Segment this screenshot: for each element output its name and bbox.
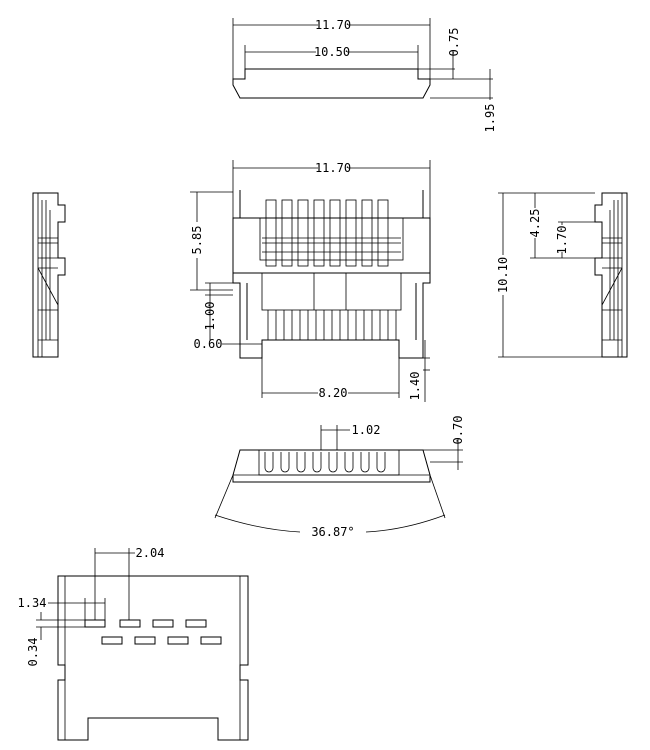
bottom-view-body bbox=[232, 449, 431, 483]
front-housing-upper bbox=[232, 217, 431, 274]
front-pins bbox=[267, 310, 397, 340]
side-dim-upper: 4.25 bbox=[528, 209, 542, 238]
bottom-dim-angle: 36.87° bbox=[311, 525, 354, 539]
front-dim-slot-width: 8.20 bbox=[319, 386, 348, 400]
top-view-body bbox=[232, 68, 431, 99]
side-dim-inner: 1.70 bbox=[555, 226, 569, 255]
footprint-outline bbox=[57, 575, 249, 741]
footprint-dim-row-pitch: 2.04 bbox=[136, 546, 165, 560]
right-side-view: 10.10 4.25 1.70 bbox=[496, 192, 628, 358]
bottom-contacts bbox=[264, 452, 386, 473]
footprint-dim-pad-height: 0.34 bbox=[26, 638, 40, 667]
footprint-pads bbox=[84, 619, 222, 645]
front-view: 11.70 5.85 1.00 0.60 8.20 1.40 bbox=[190, 160, 431, 402]
footprint-dim-pad-width: 1.34 bbox=[18, 596, 47, 610]
side-dim-total-height: 10.10 bbox=[496, 257, 510, 293]
front-dim-upper-height: 5.85 bbox=[190, 226, 204, 255]
left-side-view bbox=[32, 192, 66, 358]
front-dim-tab: 1.00 bbox=[203, 302, 217, 331]
bottom-dim-depth: 0.70 bbox=[451, 416, 465, 445]
top-dim-height: 1.95 bbox=[483, 104, 497, 133]
front-dim-leg: 0.60 bbox=[194, 337, 223, 351]
front-contacts bbox=[262, 199, 401, 267]
bottom-dim-pitch: 1.02 bbox=[352, 423, 381, 437]
front-dim-overall-width: 11.70 bbox=[315, 161, 351, 175]
footprint-view: 2.04 1.34 0.34 bbox=[18, 546, 249, 741]
top-dim-step: 0.75 bbox=[447, 28, 461, 57]
front-dim-foot: 1.40 bbox=[408, 372, 422, 401]
top-dim-overall-width: 11.70 bbox=[315, 18, 351, 32]
top-dim-inner-width: 10.50 bbox=[314, 45, 350, 59]
top-view: 11.70 10.50 0.75 1.95 bbox=[232, 18, 497, 133]
bottom-view: 1.02 0.70 36.87° bbox=[214, 416, 465, 539]
